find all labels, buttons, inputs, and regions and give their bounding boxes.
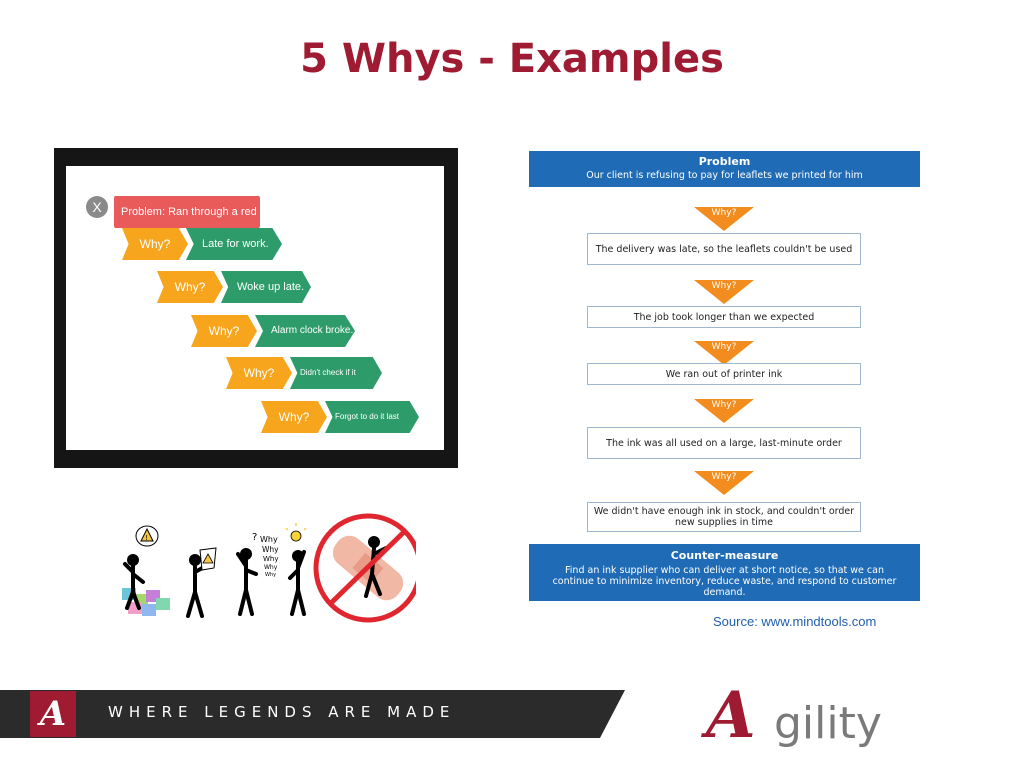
why-arrow-label: Why? — [711, 208, 737, 218]
problem-text: Our client is refusing to pay for leafle… — [586, 170, 863, 181]
flow-step-4: The ink was all used on a large, last-mi… — [587, 427, 861, 459]
problem-box: Problem: Ran through a red light. — [114, 196, 260, 250]
flow-step-2: The job took longer than we expected — [587, 306, 861, 328]
agility-logo: A gility — [706, 680, 906, 760]
answer-arrow: Woke up late. — [221, 271, 311, 303]
why-stack-3: Why — [263, 555, 279, 563]
why-arrow-label: Why? — [711, 472, 737, 482]
agility-logo-letter: A — [706, 678, 756, 753]
close-icon: X — [86, 196, 108, 218]
why-step-4: Why? Didn't check if it worked — [226, 357, 426, 389]
light-bulb-icon — [285, 523, 307, 542]
why-stack-2: Why — [262, 545, 279, 554]
why-arrow: Why? — [226, 357, 292, 389]
svg-text:!: ! — [145, 534, 148, 542]
puzzle-pieces-icon — [122, 588, 170, 616]
why-arrow: Why? — [122, 228, 188, 260]
why-arrow: Why? — [157, 271, 223, 303]
slide-title: 5 Whys - Examples — [300, 36, 724, 82]
confused-figure-icon — [123, 554, 145, 610]
counter-measure-title: Counter-measure — [670, 549, 779, 562]
answer-arrow: Alarm clock broke. — [255, 315, 355, 347]
stick-figures-graphic: ! ? Why Why Why Why Why — [122, 513, 423, 623]
why-stack-text: Why Why Why Why Why — [260, 535, 279, 578]
flow-step-5: We didn't have enough ink in stock, and … — [587, 502, 861, 532]
why-down-arrow: Why? — [694, 280, 754, 304]
answer-arrow: Didn't check if it worked — [290, 357, 382, 389]
warning-sign-icon — [199, 547, 217, 571]
red-light-example-image: X Problem: Ran through a red light. Why?… — [54, 148, 458, 468]
counter-measure-text: Find an ink supplier who can deliver at … — [552, 565, 897, 598]
why-arrow: Why? — [191, 315, 257, 347]
footer-tagline: WHERE LEGENDS ARE MADE — [108, 703, 456, 721]
why-arrow: Why? — [261, 401, 327, 433]
why-step-3: Why? Alarm clock broke. — [191, 315, 371, 347]
question-mark-icon: ? — [252, 532, 257, 543]
why-stack-4: Why — [264, 564, 278, 571]
why-arrow-label: Why? — [711, 342, 737, 352]
flow-step-1: The delivery was late, so the leaflets c… — [587, 233, 861, 265]
questioning-figure-icon — [236, 548, 258, 616]
university-logo: A — [30, 691, 76, 737]
red-light-example-canvas: X Problem: Ran through a red light. Why?… — [66, 166, 444, 450]
why-arrow-label: Why? — [711, 400, 737, 410]
answer-arrow: Forgot to do it last night. — [325, 401, 419, 433]
why-down-arrow: Why? — [694, 399, 754, 423]
why-stack-5: Why — [265, 572, 276, 578]
warning-bubble-icon: ! — [135, 525, 159, 547]
agility-logo-text: gility — [774, 698, 882, 749]
answer-arrow: Late for work. — [186, 228, 282, 260]
ink-problem-flowchart: Problem Our client is refusing to pay fo… — [512, 143, 960, 608]
problem-title: Problem — [698, 155, 751, 168]
idea-figure-icon — [288, 550, 306, 616]
figure-with-sign-icon — [186, 554, 208, 618]
why-down-arrow: Why? — [694, 341, 754, 365]
why-down-arrow: Why? — [694, 471, 754, 495]
stick-figures-illustration: ! ? Why Why Why Why Why — [116, 508, 423, 628]
footer-banner — [0, 690, 625, 738]
why-stack-1: Why — [260, 535, 278, 544]
why-step-5: Why? Forgot to do it last night. — [261, 401, 461, 433]
problem-header: Problem Our client is refusing to pay fo… — [529, 151, 920, 187]
why-arrow-label: Why? — [711, 281, 737, 291]
no-bandage-icon — [313, 513, 423, 623]
counter-measure-box: Counter-measure Find an ink supplier who… — [529, 544, 920, 601]
why-step-2: Why? Woke up late. — [157, 271, 317, 303]
source-credit: Source: www.mindtools.com — [713, 614, 877, 629]
why-down-arrow: Why? — [694, 207, 754, 231]
why-step-1: Why? Late for work. — [122, 228, 282, 260]
flow-step-3: We ran out of printer ink — [587, 363, 861, 385]
